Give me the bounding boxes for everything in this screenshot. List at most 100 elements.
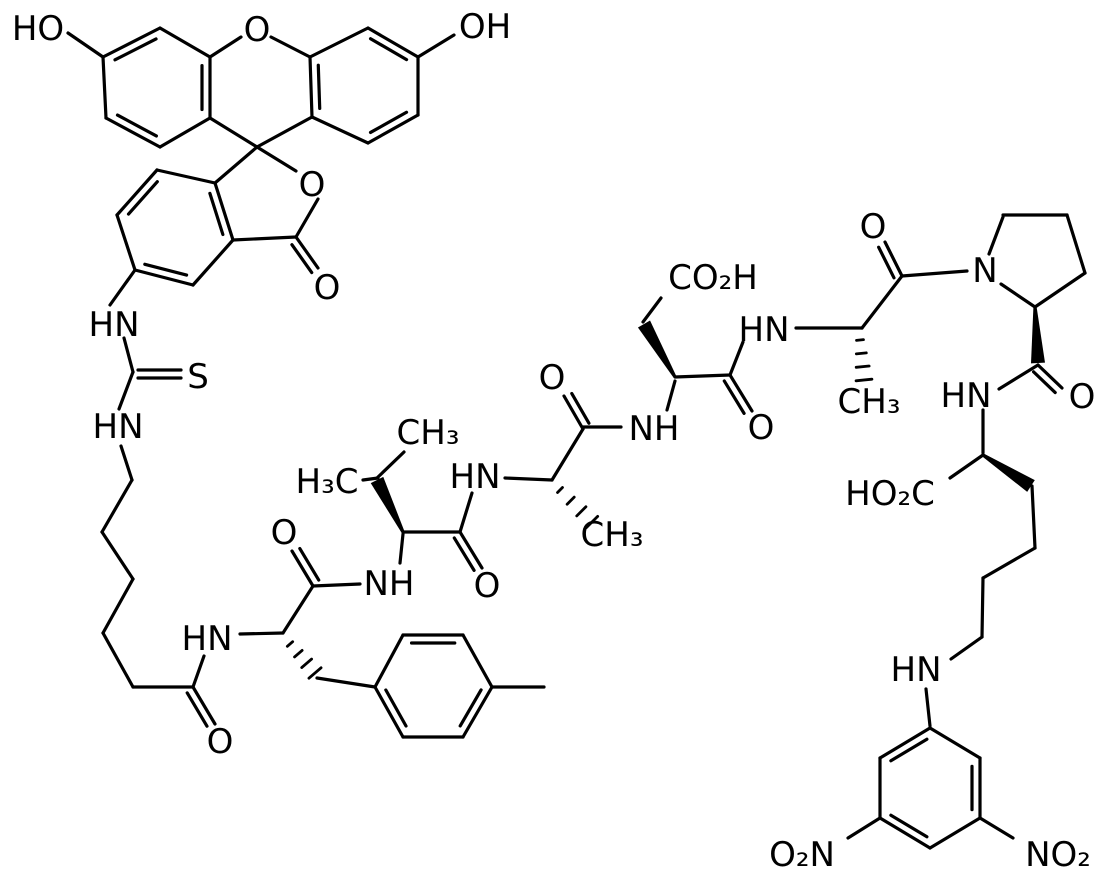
val-h3c-label: H₃C (296, 462, 359, 502)
bond-line (100, 530, 135, 581)
bond-line (255, 115, 314, 149)
double-bond-line (877, 245, 896, 280)
bond-line (1065, 213, 1087, 275)
bond-line (115, 213, 137, 272)
bond-line (310, 115, 370, 145)
thiourea-nh-bottom-label: HN (93, 407, 144, 447)
lactone-carbonyl-o-label: O (314, 268, 341, 308)
bond-line (101, 55, 108, 120)
bond-line (924, 687, 932, 728)
bond-line (122, 336, 135, 374)
bond-line (231, 235, 298, 242)
stereo-hash-tick (307, 666, 323, 680)
bond-line (1030, 484, 1037, 550)
bond-line (878, 816, 932, 850)
bond-line (101, 26, 162, 59)
bond-line (860, 274, 904, 330)
double-bond-line (126, 180, 159, 216)
bond-group (66, 26, 1087, 850)
bond-line (878, 726, 932, 760)
bond-line (101, 577, 135, 635)
pro-carbonyl-o-label: O (1069, 377, 1096, 417)
dnp-amine-hn-label: HN (891, 650, 942, 690)
bond-line (461, 633, 494, 689)
bond-line (673, 373, 732, 379)
dnp-no2-right-label: NO₂ (1025, 835, 1091, 875)
bond-line (213, 181, 235, 242)
bond-line (119, 444, 134, 482)
double-bond-line (113, 37, 158, 62)
bond-line (66, 31, 105, 59)
asp-carbonyl-o-label: O (748, 408, 775, 448)
bond-line (101, 631, 135, 689)
stereo-wedge-bond (982, 453, 1035, 492)
double-bond-line (143, 262, 189, 277)
bond-line (458, 530, 484, 570)
bond-line (997, 363, 1040, 391)
bond-line (728, 373, 754, 413)
lys-amide-hn-label: HN (941, 376, 992, 416)
double-bond-line (722, 379, 746, 415)
bond-line (238, 631, 285, 636)
ala2-carbonyl-o-label: O (860, 207, 887, 247)
bond-line (117, 370, 135, 411)
double-bond-line (1032, 370, 1057, 395)
bond-line (294, 235, 320, 270)
bond-line (100, 478, 134, 534)
bond-line (311, 582, 362, 588)
stereo-wedge-bond (370, 476, 405, 533)
bond-line (366, 113, 420, 145)
pro-ring-n-label: N (972, 251, 997, 291)
bond-line (269, 35, 312, 59)
double-bond-line (570, 391, 591, 425)
bond-line (987, 215, 1005, 256)
bond-line (290, 549, 315, 588)
bond-line (883, 240, 904, 278)
double-bond-line (115, 113, 158, 138)
bond-line (191, 654, 206, 689)
bond-line (308, 55, 314, 119)
tyr-carbonyl-o-label: O (271, 513, 298, 553)
stereo-hash-tick (293, 649, 304, 659)
stereo-hash-tick (855, 338, 865, 342)
stereo-hash-tick (854, 351, 868, 356)
double-bond-line (368, 37, 409, 62)
bond-line (255, 145, 298, 173)
double-bond-line (316, 63, 322, 111)
bond-line (665, 379, 677, 412)
bond-line (373, 685, 405, 739)
fluorescein-oh-right-label: OH (459, 7, 511, 47)
bond-line (948, 453, 985, 480)
bond-line (846, 816, 882, 840)
bond-line (191, 685, 217, 726)
bond-line (115, 168, 159, 217)
double-bond-line (384, 688, 408, 728)
lys-ho2c-label: HO₂C (845, 474, 935, 514)
bond-line (1036, 363, 1064, 390)
double-bond-line (208, 191, 225, 237)
bond-line (155, 168, 217, 185)
bond-line (208, 116, 259, 149)
val-amide-nh-label: NH (364, 564, 415, 604)
bond-line (999, 282, 1037, 309)
ala1-amide-hn-label: HN (450, 457, 501, 497)
thiocarbonyl-s-label: S (187, 357, 209, 397)
double-bond-line (889, 737, 929, 763)
bond-line (550, 427, 585, 482)
ala1-ch3-label: CH₃ (581, 515, 644, 555)
bond-line (416, 33, 456, 59)
asp-co2h-label: CO₂H (668, 258, 758, 298)
bond-line (398, 532, 405, 565)
bond-line (562, 394, 585, 431)
stereo-hash-tick (575, 505, 588, 518)
bond-line (461, 685, 494, 739)
ala1-carbonyl-o-label: O (539, 358, 566, 398)
bond-line (366, 26, 420, 59)
stereo-hash-tick (854, 364, 871, 369)
bond-line (208, 35, 243, 59)
bond-line (294, 197, 320, 239)
bond-line (949, 635, 984, 661)
double-bond-line (458, 688, 483, 728)
